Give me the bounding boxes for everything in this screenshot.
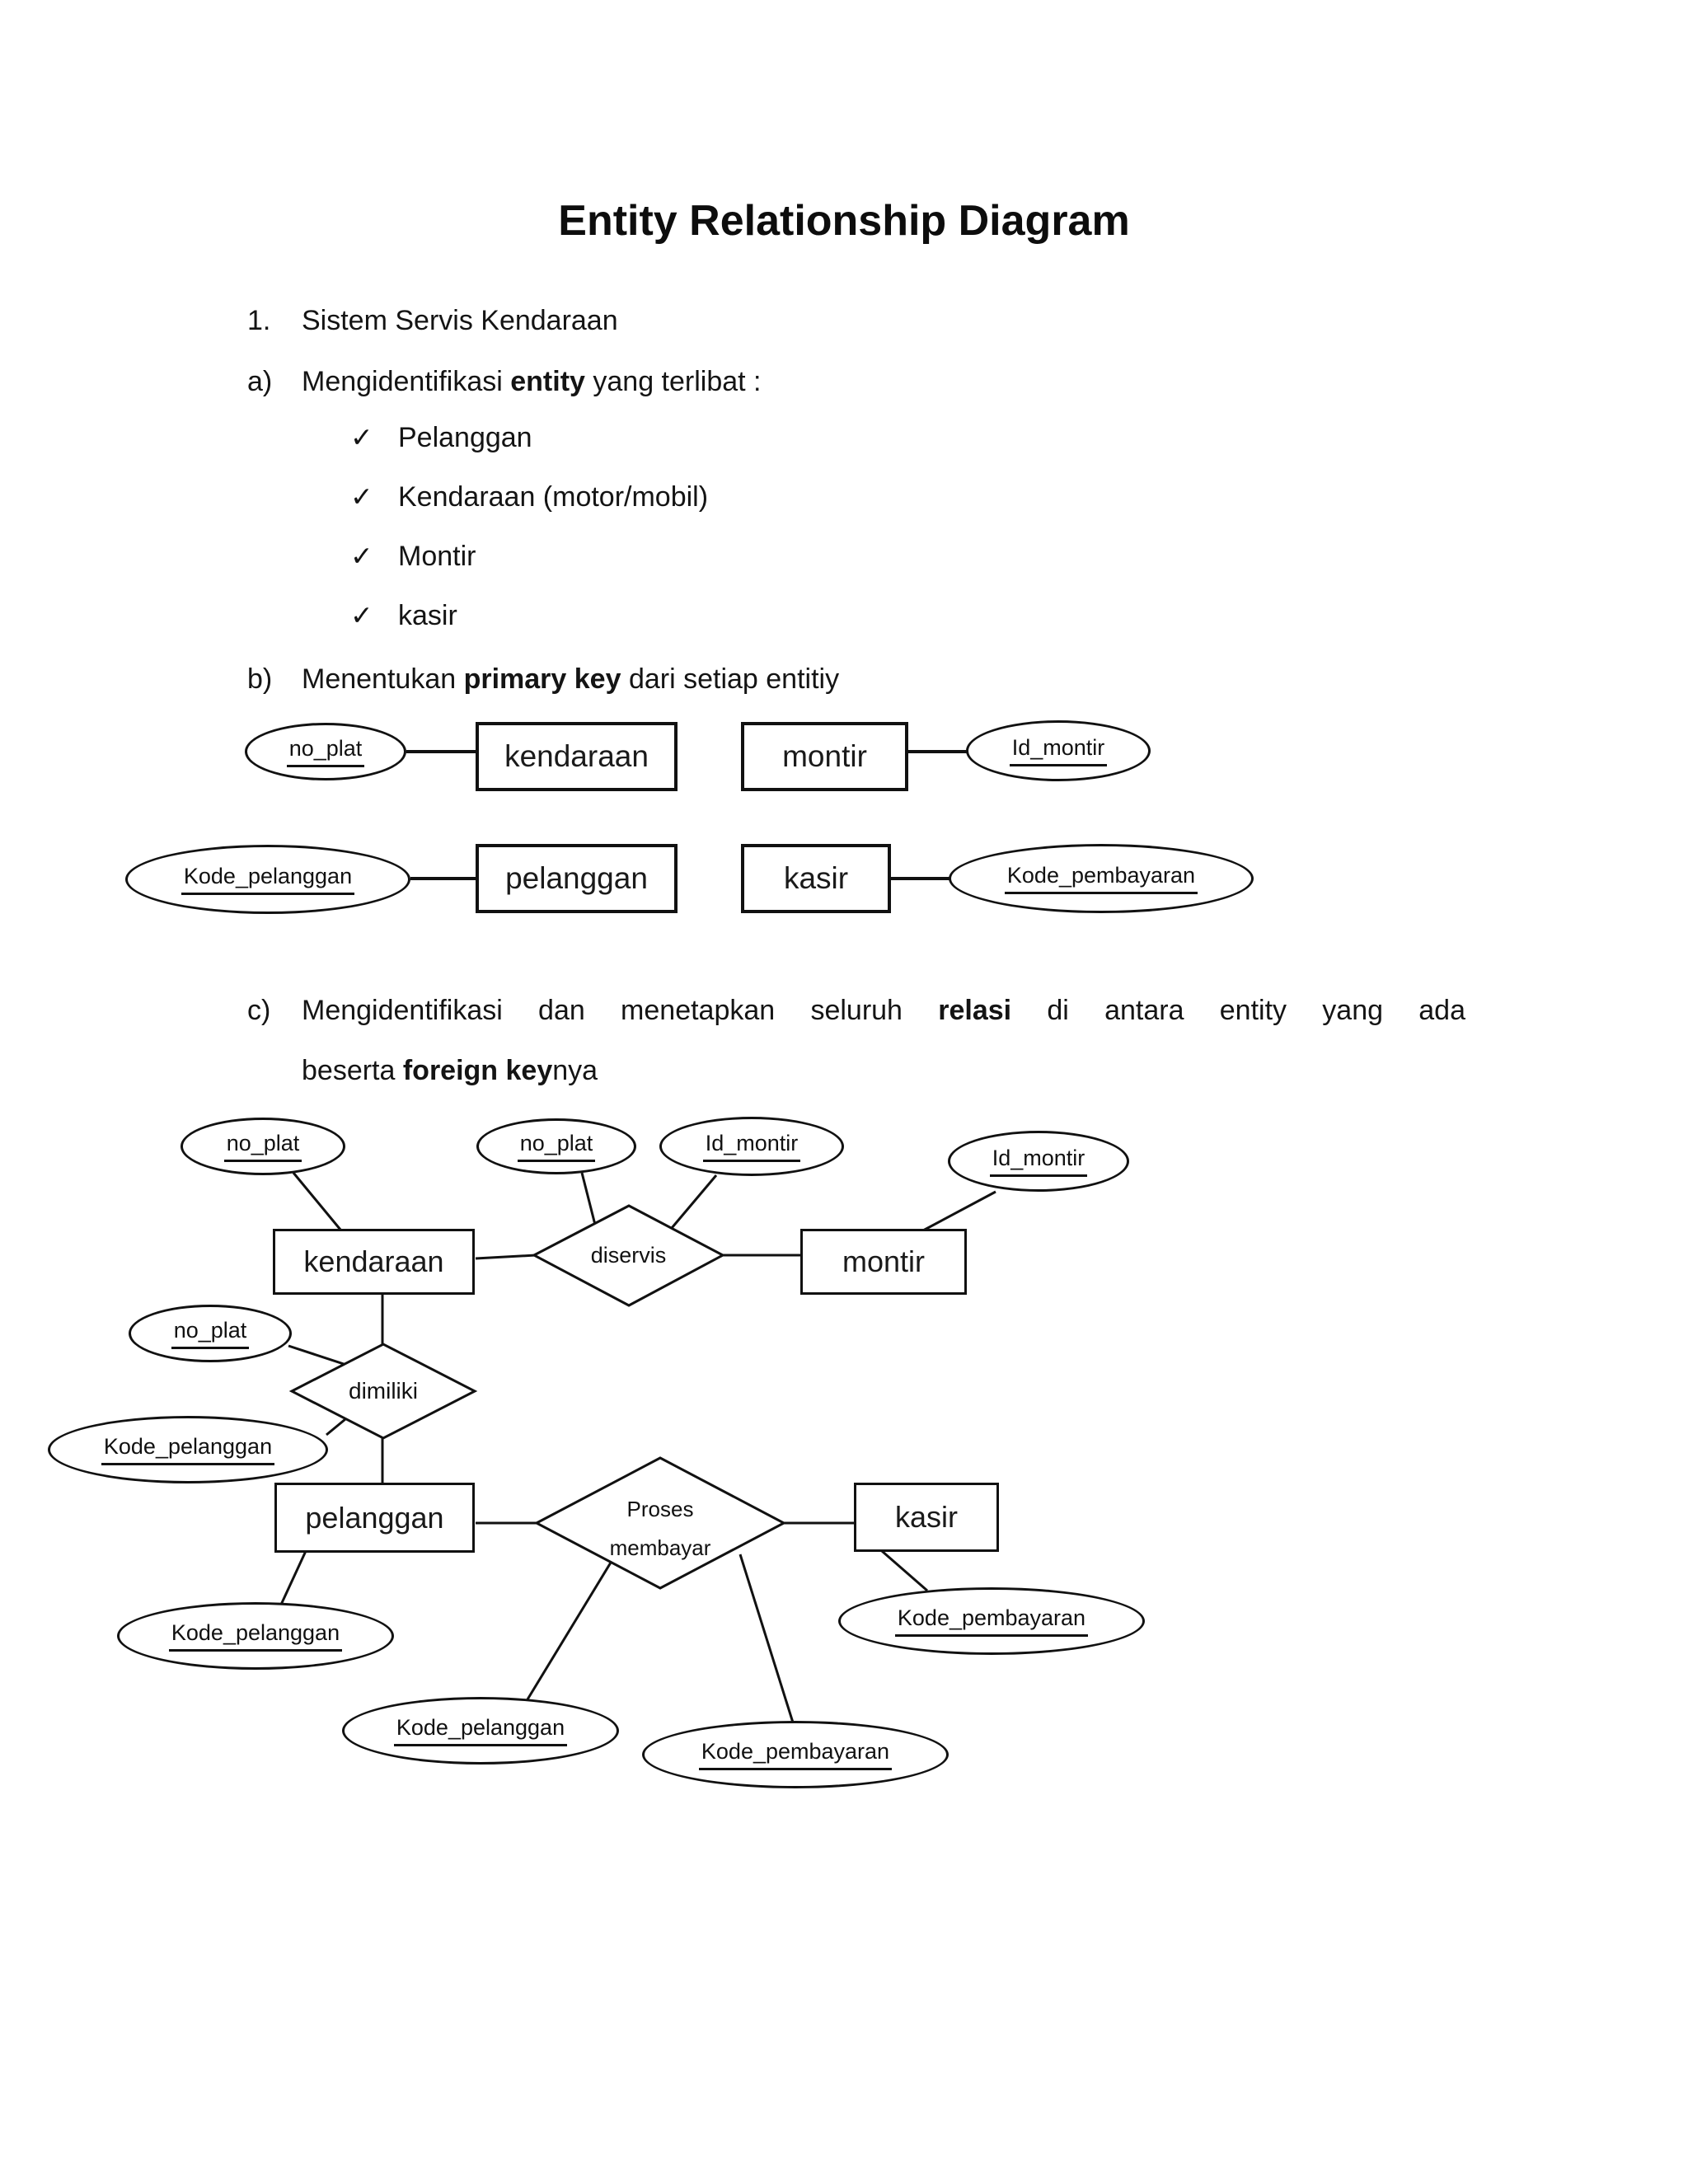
check-item-label: kasir — [398, 600, 457, 631]
attribute-label: no_plat — [286, 736, 365, 767]
check-row: ✓ — [350, 480, 373, 514]
connector-noplat-dimiliki — [288, 1344, 347, 1366]
list-item-c-line1: Mengidentifikasi dan menetapkan seluruh … — [302, 995, 1466, 1026]
attribute-ellipse-kode-pembayaran: Kode_pembayaran — [949, 844, 1254, 913]
list-item-c-line2: beserta foreign keynya — [302, 1055, 598, 1086]
entity-box-kendaraan: kendaraan — [273, 1229, 475, 1295]
entity-box-kasir: kasir — [741, 844, 891, 913]
attribute-label: Kode_pelanggan — [393, 1715, 568, 1746]
attribute-ellipse-id-montir: Id_montir — [966, 720, 1151, 781]
relation-diamond-proses-membayar — [533, 1456, 787, 1590]
check-item-label: Pelanggan — [398, 422, 532, 453]
attribute-label: no_plat — [171, 1318, 250, 1349]
check-item-label: Kendaraan (motor/mobil) — [398, 481, 709, 513]
check-row: ✓ — [350, 540, 373, 574]
attribute-ellipse-kode-pembayaran: Kode_pembayaran — [642, 1721, 949, 1788]
list-item-c-label: c) — [247, 995, 271, 1026]
attribute-ellipse-kode-pelanggan: Kode_pelanggan — [48, 1416, 328, 1483]
connector-idmontir-montir-c — [922, 1190, 996, 1232]
list-item-a-text: Mengidentifikasi entity yang terlibat : — [302, 366, 762, 397]
attribute-ellipse-kode-pelanggan: Kode_pelanggan — [117, 1602, 394, 1670]
list-item-a-label: a) — [247, 366, 273, 397]
attribute-ellipse-id-montir: Id_montir — [659, 1117, 844, 1176]
entity-label: montir — [782, 739, 867, 773]
attribute-ellipse-kode-pembayaran: Kode_pembayaran — [838, 1587, 1145, 1655]
entity-label: pelanggan — [505, 861, 648, 895]
attribute-label: Id_montir — [702, 1131, 801, 1162]
attribute-ellipse-no-plat: no_plat — [129, 1305, 292, 1362]
entity-box-montir: montir — [800, 1229, 967, 1295]
attribute-ellipse-no-plat: no_plat — [245, 723, 406, 780]
entity-label: kasir — [783, 861, 849, 895]
attribute-label: no_plat — [223, 1131, 302, 1162]
connector-membayar-kodepelanggan — [526, 1558, 615, 1700]
list-item-b-label: b) — [247, 663, 273, 695]
attribute-label: Kode_pelanggan — [101, 1434, 275, 1465]
entity-label: kendaraan — [303, 1244, 444, 1278]
entity-label: pelanggan — [305, 1500, 444, 1535]
relation-label-proses-membayar: Proses membayar — [609, 1497, 711, 1560]
relation-label-diservis: diservis — [590, 1243, 667, 1268]
entity-box-kendaraan: kendaraan — [476, 722, 678, 791]
list-item-b-text: Menentukan primary key dari setiap entit… — [302, 663, 840, 695]
check-row: ✓ — [350, 599, 373, 633]
entity-label: kasir — [894, 1500, 958, 1534]
connector-pelanggan-kodepelanggan — [279, 1550, 307, 1605]
attribute-ellipse-id-montir: Id_montir — [948, 1131, 1129, 1192]
attribute-ellipse-kode-pelanggan: Kode_pelanggan — [125, 845, 410, 914]
attribute-label: Kode_pembayaran — [894, 1605, 1089, 1637]
checkmark-icon: ✓ — [350, 481, 373, 512]
attribute-label: no_plat — [517, 1131, 596, 1162]
attribute-label: Kode_pembayaran — [698, 1739, 893, 1770]
entity-label: kendaraan — [504, 739, 649, 773]
checkmark-icon: ✓ — [350, 541, 373, 571]
attribute-label: Id_montir — [989, 1146, 1088, 1177]
attribute-label: Kode_pelanggan — [168, 1620, 343, 1652]
page-title: Entity Relationship Diagram — [558, 197, 1130, 245]
relation-diamond-diservis — [531, 1204, 726, 1307]
relation-diamond-dimiliki — [288, 1343, 478, 1440]
relation-label-dimiliki: dimiliki — [349, 1378, 418, 1404]
list-item-1-text: Sistem Servis Kendaraan — [302, 305, 618, 336]
entity-box-kasir: kasir — [854, 1483, 999, 1552]
connector-idmontir-diservis — [670, 1174, 718, 1229]
attribute-ellipse-no-plat: no_plat — [476, 1118, 636, 1174]
check-item-label: Montir — [398, 541, 476, 572]
connector-noplat-kendaraan-c — [292, 1172, 342, 1230]
attribute-label: Kode_pembayaran — [1004, 863, 1198, 894]
entity-label: montir — [842, 1244, 926, 1278]
checkmark-icon: ✓ — [350, 422, 373, 452]
attribute-ellipse-kode-pelanggan: Kode_pelanggan — [342, 1697, 619, 1765]
attribute-ellipse-no-plat: no_plat — [181, 1118, 345, 1175]
list-item-1: 1. — [247, 305, 271, 336]
check-row: ✓ — [350, 421, 373, 455]
connector-membayar-kodepembayaran — [738, 1554, 795, 1723]
connector-noplat-diservis — [580, 1172, 598, 1229]
checkmark-icon: ✓ — [350, 600, 373, 630]
entity-box-pelanggan: pelanggan — [274, 1483, 475, 1553]
connector-kasir-kodepembayaran-c — [881, 1549, 928, 1592]
entity-box-montir: montir — [741, 722, 908, 791]
entity-box-pelanggan: pelanggan — [476, 844, 678, 913]
attribute-label: Kode_pelanggan — [181, 864, 355, 895]
connector-dimiliki-kodepelanggan — [326, 1418, 346, 1436]
attribute-label: Id_montir — [1009, 735, 1108, 766]
connector-kendaraan-diservis — [475, 1254, 537, 1260]
